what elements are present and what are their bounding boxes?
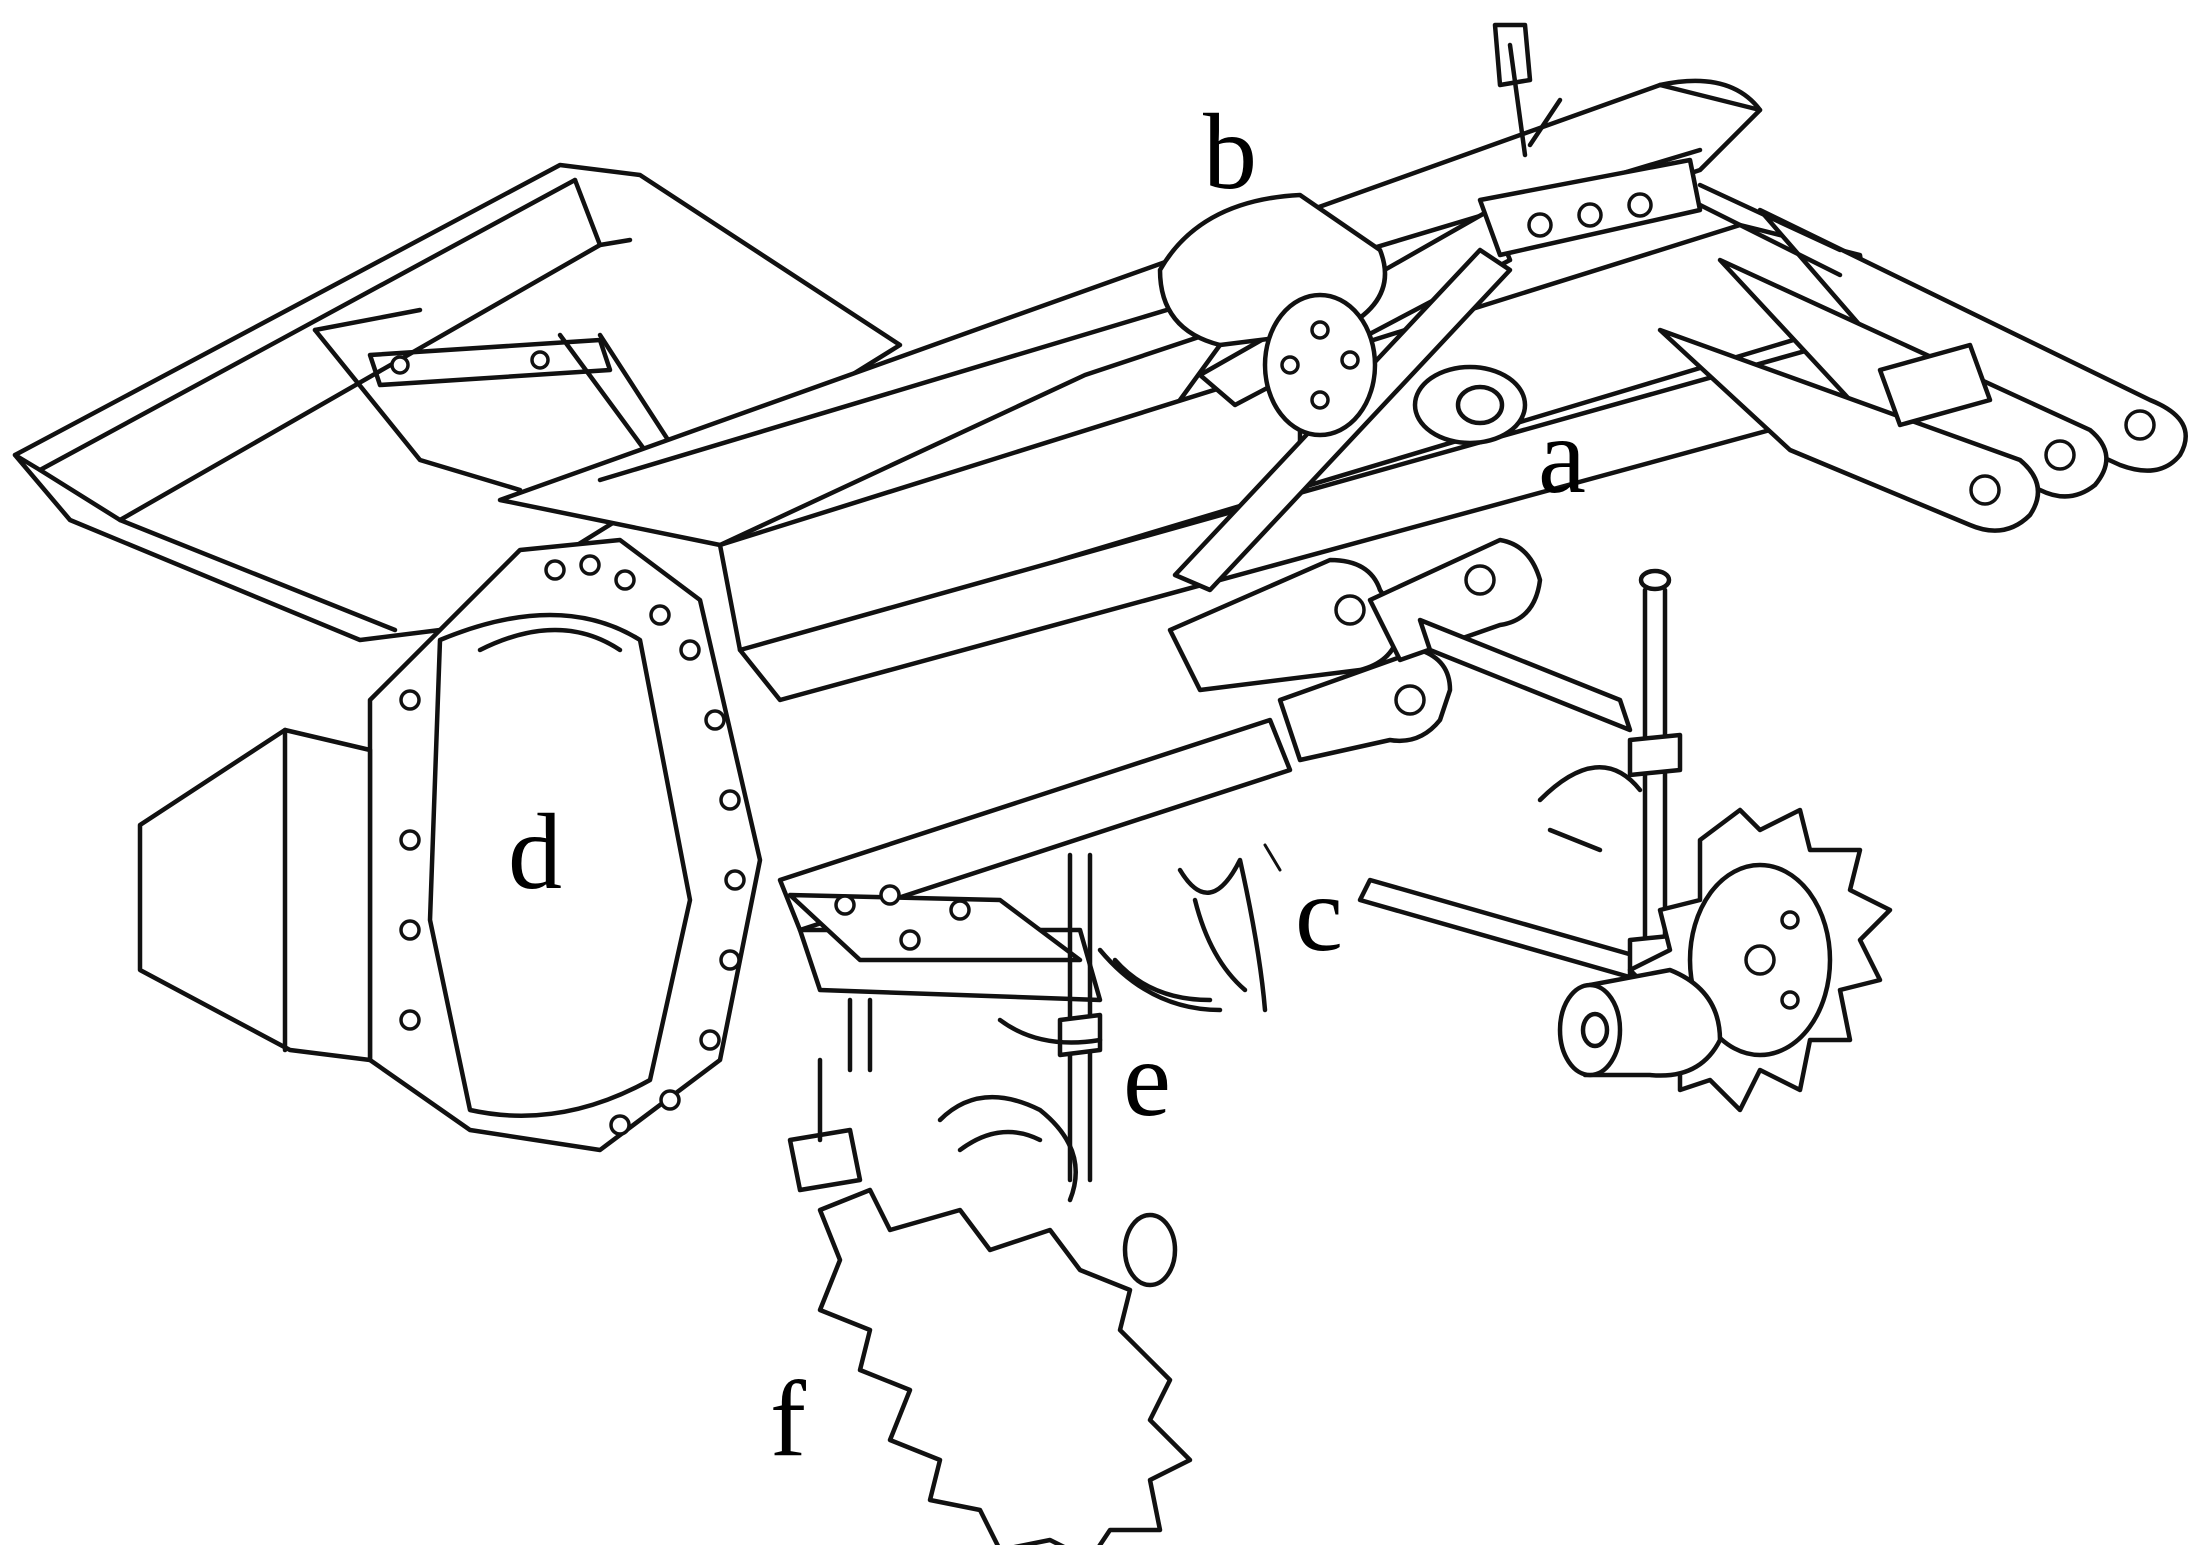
tool-bar-assembly [777,537,1683,1183]
label-c: c [1295,855,1343,974]
hitch-plates [1657,207,2188,533]
label-d: d [508,793,562,912]
label-b: b [1203,93,1257,212]
tiller-blades [997,843,1282,1045]
label-a: a [1538,397,1586,516]
right-disc-coulter [1537,765,1893,1113]
side-gear-cover [137,537,763,1153]
left-disc-coulter [787,1057,1193,1545]
label-f: f [770,1360,806,1479]
label-e: e [1123,1020,1171,1139]
part-labels: a b c d e f [508,93,1586,1479]
hopper [12,162,903,643]
drive-gearbox [1157,192,1528,446]
